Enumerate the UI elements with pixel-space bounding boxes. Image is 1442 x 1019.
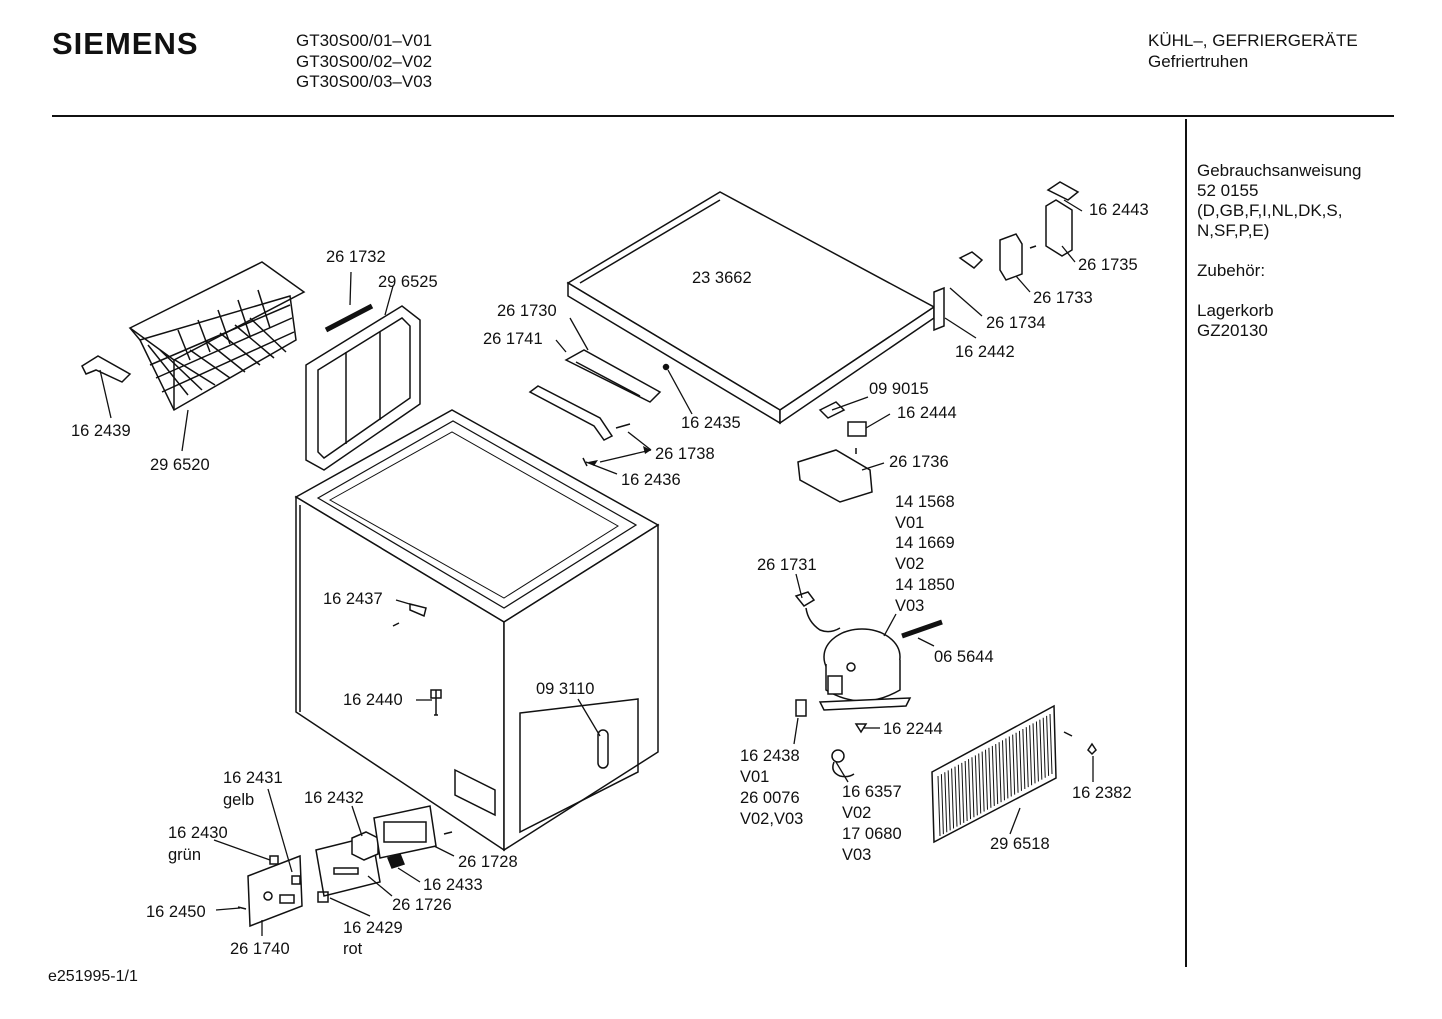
part-label: 26 1736 bbox=[889, 453, 949, 471]
part-label: 26 1731 bbox=[757, 556, 817, 574]
part-label: 17 0680 bbox=[842, 825, 902, 843]
control-panel-drawing bbox=[237, 805, 453, 928]
part-label: 14 1850 bbox=[895, 576, 955, 594]
part-label: V03 bbox=[895, 597, 924, 615]
part-label: grün bbox=[168, 846, 201, 864]
part-label: 29 6525 bbox=[378, 273, 438, 291]
accessory-code: GZ20130 bbox=[1197, 321, 1268, 340]
part-label: 16 2450 bbox=[146, 903, 206, 921]
part-label: 26 1730 bbox=[497, 302, 557, 320]
part-label: 14 1568 bbox=[895, 493, 955, 511]
part-label: 16 2444 bbox=[897, 404, 957, 422]
part-label: V02,V03 bbox=[740, 810, 803, 828]
category-title: KÜHL–, GEFRIERGERÄTE bbox=[1148, 31, 1358, 50]
part-label: 16 2429 bbox=[343, 919, 403, 937]
part-label: 16 2382 bbox=[1072, 784, 1132, 802]
part-label: 16 2443 bbox=[1089, 201, 1149, 219]
lamp-drawing bbox=[797, 401, 873, 503]
part-label: 16 2436 bbox=[621, 471, 681, 489]
manual-title: Gebrauchsanweisung bbox=[1197, 161, 1362, 180]
model-number: GT30S00/02–V02 bbox=[296, 51, 433, 71]
part-label: rot bbox=[343, 940, 363, 958]
part-label: 16 2435 bbox=[681, 414, 741, 432]
leader-lines bbox=[99, 199, 1094, 936]
part-label: gelb bbox=[223, 791, 254, 809]
part-label: 09 3110 bbox=[536, 680, 594, 698]
header-divider bbox=[52, 115, 1394, 117]
brand-logo: SIEMENS bbox=[52, 26, 199, 61]
part-label: 26 0076 bbox=[740, 789, 800, 807]
lock-drawing bbox=[933, 181, 1080, 332]
accessories-title: Zubehör: bbox=[1197, 261, 1266, 280]
divider-drawing bbox=[305, 303, 421, 471]
part-label: 16 2442 bbox=[955, 343, 1015, 361]
model-number: GT30S00/03–V03 bbox=[296, 72, 433, 91]
part-label: V01 bbox=[895, 514, 924, 532]
part-label: V03 bbox=[842, 846, 871, 864]
part-label: 26 1741 bbox=[483, 330, 543, 348]
part-label: 26 1726 bbox=[392, 896, 452, 914]
part-label: 16 2439 bbox=[71, 422, 131, 440]
part-label: 09 9015 bbox=[869, 380, 929, 398]
part-label: 26 1738 bbox=[655, 445, 715, 463]
part-label: V02 bbox=[842, 804, 871, 822]
lid-drawing bbox=[566, 191, 936, 425]
manual-languages: (D,GB,F,I,NL,DK,S, N,SF,P,E) bbox=[1197, 201, 1343, 240]
part-label: 26 1735 bbox=[1078, 256, 1138, 274]
part-label: 16 2430 bbox=[168, 824, 228, 842]
part-label: V01 bbox=[740, 768, 769, 786]
model-number: GT30S00/01–V01 bbox=[296, 31, 433, 50]
part-label: 26 1740 bbox=[230, 940, 290, 958]
part-label: 16 2440 bbox=[343, 691, 403, 709]
part-label: 14 1669 bbox=[895, 534, 955, 552]
freezer-body-drawing bbox=[294, 409, 660, 852]
document-code: e251995-1/1 bbox=[48, 968, 138, 985]
model-list: GT30S00/01–V01 GT30S00/02–V02 GT30S00/03… bbox=[296, 31, 432, 93]
part-label: 16 2438 bbox=[740, 747, 800, 765]
part-label: 29 6518 bbox=[990, 835, 1050, 853]
basket-drawing bbox=[81, 261, 306, 412]
part-label: 26 1732 bbox=[326, 248, 386, 266]
part-label: 16 2432 bbox=[304, 789, 364, 807]
part-label: V02 bbox=[895, 555, 924, 573]
part-label: 16 2437 bbox=[323, 590, 383, 608]
part-label: 06 5644 bbox=[934, 648, 994, 666]
accessory-name: Lagerkorb bbox=[1197, 301, 1274, 320]
part-label: 16 2433 bbox=[423, 876, 483, 894]
category-block: KÜHL–, GEFRIERGERÄTE Gefriertruhen bbox=[1148, 31, 1358, 72]
hinge-drawing bbox=[528, 349, 670, 467]
part-label: 23 3662 bbox=[692, 269, 752, 287]
sidebar-info: Gebrauchsanweisung 52 0155 (D,GB,F,I,NL,… bbox=[1197, 161, 1397, 341]
part-label: 29 6520 bbox=[150, 456, 210, 474]
part-label: 26 1728 bbox=[458, 853, 518, 871]
part-label: 26 1733 bbox=[1033, 289, 1093, 307]
part-label: 16 2431 bbox=[223, 769, 283, 787]
part-label: 16 6357 bbox=[842, 783, 902, 801]
compressor-drawing bbox=[794, 591, 943, 778]
sidebar-divider bbox=[1185, 119, 1187, 967]
part-labels: 23 3662 16 2443 26 1735 26 1733 26 1734 … bbox=[71, 201, 1149, 958]
part-label: 26 1734 bbox=[986, 314, 1046, 332]
part-label: 16 2244 bbox=[883, 720, 943, 738]
category-subtitle: Gefriertruhen bbox=[1148, 51, 1249, 71]
manual-number: 52 0155 bbox=[1197, 181, 1259, 200]
condenser-drawing bbox=[931, 704, 1097, 844]
